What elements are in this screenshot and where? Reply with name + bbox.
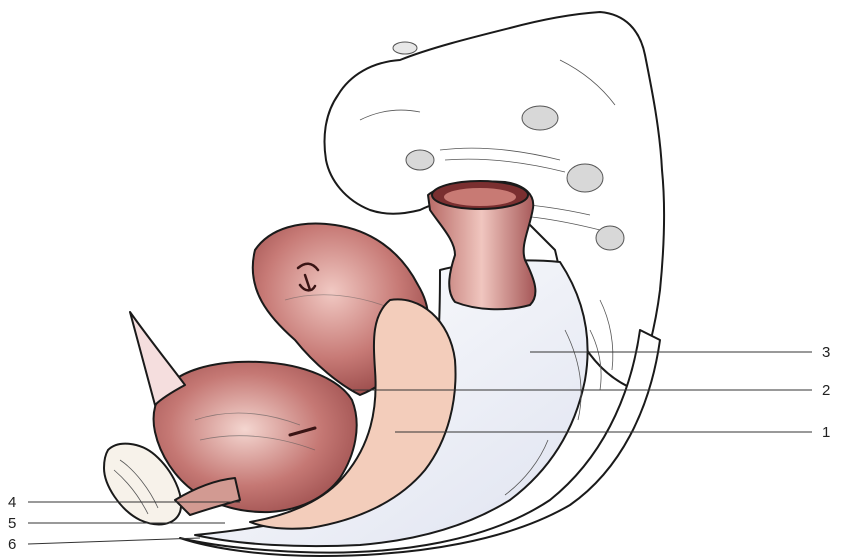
label-6: 6 — [8, 536, 16, 553]
label-3: 3 — [822, 344, 830, 361]
label-5: 5 — [8, 515, 16, 532]
right-labels: 3 2 1 — [822, 344, 830, 441]
left-labels: 4 5 6 — [8, 494, 16, 553]
label-4: 4 — [8, 494, 16, 511]
label-1: 1 — [822, 424, 830, 441]
leader-line-6 — [28, 538, 200, 544]
label-2: 2 — [822, 382, 830, 399]
